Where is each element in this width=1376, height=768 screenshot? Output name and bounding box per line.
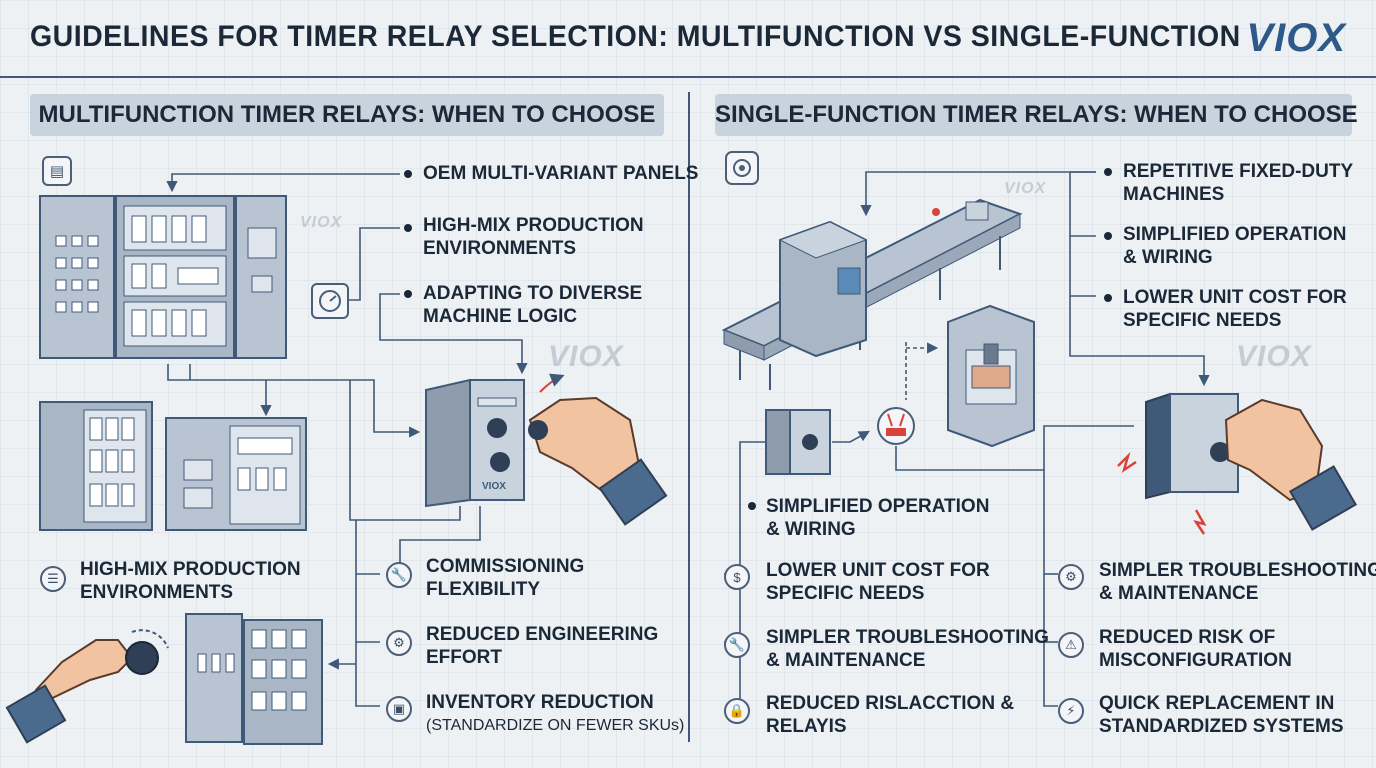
right-item-simplified-operation: SIMPLIFIED OPERATION& WIRING [1123, 224, 1347, 268]
watermark-logo: VIOX [548, 340, 624, 373]
press-button-icon [877, 407, 915, 445]
control-cabinet-bottom [185, 613, 323, 745]
control-cabinet-small [39, 401, 307, 531]
relay-brand-label: VIOX [482, 481, 506, 492]
header: GUIDELINES FOR TIMER RELAY SELECTION: MU… [0, 0, 1376, 78]
watermark-logo: VIOX [1236, 340, 1312, 373]
bullet-dot [404, 290, 412, 298]
relay-with-hand-right [1117, 392, 1358, 535]
lock-icon: 🔒 [724, 698, 750, 724]
hand-adjusting-knob [5, 629, 169, 744]
right-left-item-simplified: SIMPLIFIED OPERATION& WIRING [766, 496, 990, 540]
brand-logo: VIOX [1246, 16, 1346, 60]
bullet-dot [1104, 168, 1112, 176]
column-divider [688, 92, 690, 742]
wrench-icon: 🔧 [724, 632, 750, 658]
multifunction-relay: VIOX [425, 378, 525, 508]
left-item-inventory: INVENTORY REDUCTION(STANDARDIZE ON FEWER… [426, 692, 685, 734]
bullet-dot [1104, 294, 1112, 302]
bullet-dot [748, 502, 756, 510]
single-function-relay [765, 409, 831, 475]
watermark-logo: VIOX [1004, 180, 1047, 197]
wrench-icon: 🔧 [386, 562, 412, 588]
gear-icon: ⚙ [386, 630, 412, 656]
left-section-title: MULTIFUNCTION TIMER RELAYS: WHEN TO CHOO… [30, 94, 664, 136]
right-left-item-troubleshooting: SIMPLER TROUBLESHOOTING& MAINTENANCE [766, 627, 1049, 671]
box-icon: ▣ [386, 696, 412, 722]
watermark-logo: VIOX [300, 214, 343, 231]
timer-icon-small [311, 283, 349, 319]
control-cabinet-large [39, 195, 287, 359]
gear-icon: ⚙ [1058, 564, 1084, 590]
list-icon: ☰ [40, 566, 66, 592]
gear-icon [725, 151, 759, 185]
conveyor-machine [721, 198, 1023, 390]
hand-turning-relay-knob [528, 373, 668, 526]
right-right-item-troubleshooting: SIMPLER TROUBLESHOOTING& MAINTENANCE [1099, 560, 1376, 604]
bullet-dot [1104, 232, 1112, 240]
warning-icon: ⚠ [1058, 632, 1084, 658]
panel-document-icon: ▤ [42, 156, 72, 186]
money-icon: $ [724, 564, 750, 590]
page-title: GUIDELINES FOR TIMER RELAY SELECTION: MU… [30, 20, 1241, 53]
left-item-oem-panels: OEM MULTI-VARIANT PANELS [423, 163, 699, 184]
right-section-title: SINGLE-FUNCTION TIMER RELAYS: WHEN TO CH… [715, 94, 1358, 136]
right-left-item-reduced-risk: REDUCED RISLACCTION &RELAYIS [766, 693, 1015, 737]
bullet-dot [404, 224, 412, 232]
bullet-dot [404, 170, 412, 178]
lightning-icon: ⚡ [1058, 698, 1084, 724]
press-machine [947, 304, 1035, 448]
